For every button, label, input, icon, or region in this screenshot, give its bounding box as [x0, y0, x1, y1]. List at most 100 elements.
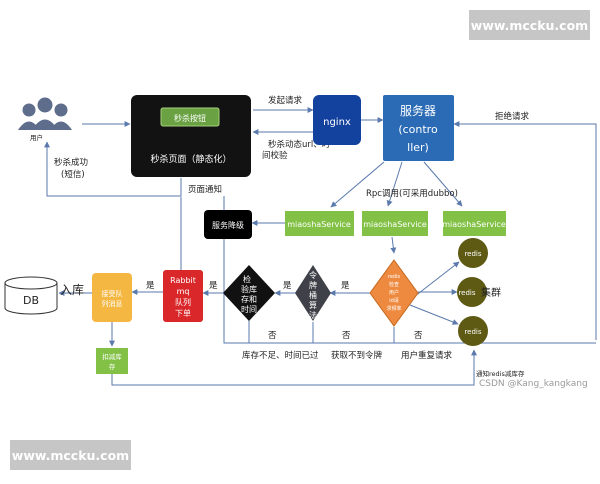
- consume-node: 接受队 列消息: [92, 273, 132, 322]
- nginx-label: nginx: [323, 117, 351, 128]
- edge-check-to-redis1: [409, 261, 460, 301]
- deduct-box: [96, 348, 128, 374]
- service-box-1: [285, 211, 354, 236]
- seckill-page-title: 秒杀页面（静态化）: [150, 153, 231, 165]
- service-label-1: miaoshaService: [287, 220, 351, 229]
- label-repeat: 用户重复请求: [401, 350, 453, 361]
- stock-check-line-2: 验库: [241, 284, 257, 294]
- label-yes-1: 是: [341, 281, 350, 291]
- seckill-button-label: 秒杀按钮: [174, 113, 206, 123]
- label-verify-1: 秒杀动态url、时: [268, 139, 331, 150]
- token-line-3: 桶: [309, 290, 317, 300]
- redis-label-1: redis: [464, 250, 481, 258]
- edges: [44, 107, 597, 386]
- service-label-2: miaoshaService: [363, 220, 427, 229]
- rabbitmq-line-4: 下单: [175, 308, 191, 318]
- rabbitmq-line-2: mq: [177, 287, 190, 296]
- redis-check-shape: [369, 259, 419, 327]
- stock-check-line-3: 存和: [241, 294, 257, 304]
- label-reject: 拒绝请求: [495, 111, 530, 122]
- server-sub-1: (contro: [398, 123, 438, 136]
- server-node: 服务器 (contro ller): [383, 95, 454, 161]
- watermark-bottom: www.mccku.com: [10, 440, 131, 470]
- users-icon: [18, 97, 72, 130]
- edge-check-to-redis3: [409, 304, 459, 325]
- label-request: 发起请求: [268, 95, 303, 106]
- deduct-line-1: 扣减库: [102, 352, 122, 361]
- edge-labels: 发起请求 秒杀动态url、时 间校验 拒绝请求 Rpc调用(可采用dubbo) …: [54, 95, 530, 378]
- token-line-1: 令: [309, 270, 317, 280]
- label-no-stock: 库存不足、时间已过: [242, 350, 319, 361]
- label-no-2: 否: [342, 331, 351, 341]
- label-yes-3: 是: [209, 281, 218, 291]
- user-node: 用户: [18, 97, 72, 142]
- redis-check-line-5: 求频率: [386, 305, 401, 312]
- redis-label-3: redis: [464, 328, 481, 336]
- label-yes-4: 是: [146, 281, 155, 291]
- stock-check-line-4: 时间: [241, 304, 257, 314]
- label-verify-2: 间校验: [262, 150, 288, 161]
- edge-service-to-redis-check: [390, 236, 397, 254]
- token-bucket-diamond: 令 牌 桶 算 法: [295, 265, 331, 321]
- edge-reject-loop: [453, 121, 597, 340]
- nginx-box: [313, 95, 361, 145]
- service-box-2: [362, 211, 428, 236]
- service-label-3: miaoshaService: [442, 220, 506, 229]
- label-yes-2: 是: [283, 281, 292, 291]
- token-line-2: 牌: [309, 280, 317, 290]
- label-no-1: 否: [268, 331, 277, 341]
- stock-check-diamond: 检 验库 存和 时间: [223, 265, 275, 321]
- edge-rpc-2: [386, 161, 403, 207]
- redis-node-3: [458, 316, 488, 346]
- label-redis-sync: 通知redis减库存: [476, 369, 525, 378]
- token-line-5: 法: [309, 310, 317, 320]
- deduct-line-2: 存: [109, 362, 116, 371]
- consume-line-1: 接受队: [102, 289, 123, 298]
- server-box: [383, 95, 454, 161]
- stock-check-line-1: 检: [243, 274, 251, 284]
- redis-label-2: redis: [458, 289, 475, 297]
- redis-node-1: [458, 238, 488, 268]
- database-top: [4, 276, 58, 290]
- label-notify: 页面通知: [188, 184, 222, 195]
- edge-notify-user: [44, 141, 182, 197]
- watermark-top: www.mccku.com: [469, 10, 590, 40]
- degrade-node: 服务降级: [204, 210, 252, 239]
- nginx-node: nginx: [313, 95, 361, 145]
- token-line-4: 算: [309, 300, 317, 310]
- label-success-2: (短信): [61, 169, 85, 180]
- server-sub-2: ller): [407, 141, 429, 154]
- consume-line-2: 列消息: [102, 299, 123, 308]
- degrade-label: 服务降级: [212, 220, 244, 230]
- deduct-node: 扣减库 存: [96, 348, 128, 374]
- edge-deduct-to-redis: [111, 349, 477, 386]
- redis-cluster-label: 集群: [481, 286, 501, 299]
- database-label: DB: [23, 294, 39, 307]
- label-no-3: 否: [414, 331, 423, 341]
- rabbitmq-box: [163, 270, 203, 322]
- seckill-button[interactable]: [160, 107, 220, 127]
- redis-check-line-3: 用户: [389, 289, 399, 296]
- redis-cluster: redis redis 集群 redis: [457, 238, 501, 346]
- rabbitmq-line-3: 队列: [175, 297, 191, 307]
- degrade-box: [204, 210, 252, 239]
- service-box-3: [443, 211, 506, 236]
- redis-check-line-1: redis: [388, 274, 401, 280]
- database-node: DB 入库: [4, 276, 84, 315]
- seckill-page-node: 秒杀按钮 秒杀页面（静态化）: [131, 95, 251, 177]
- redis-check-line-4: id请: [389, 297, 399, 304]
- user-label: 用户: [30, 133, 43, 142]
- rabbitmq-node: Rabbit mq 队列 下单: [163, 270, 203, 322]
- consume-box: [92, 273, 132, 322]
- redis-check-line-2: 检查: [389, 281, 399, 288]
- label-no-token: 获取不到令牌: [331, 350, 383, 361]
- redis-check-diamond: redis 检查 用户 id请 求频率: [369, 259, 419, 327]
- service-nodes: miaoshaService miaoshaService miaoshaSer…: [285, 211, 506, 236]
- rabbitmq-line-1: Rabbit: [170, 276, 196, 285]
- database-body: [4, 283, 58, 315]
- redis-node-2: [457, 277, 487, 307]
- edge-rpc-1: [330, 161, 385, 208]
- inbound-label: 入库: [60, 282, 84, 297]
